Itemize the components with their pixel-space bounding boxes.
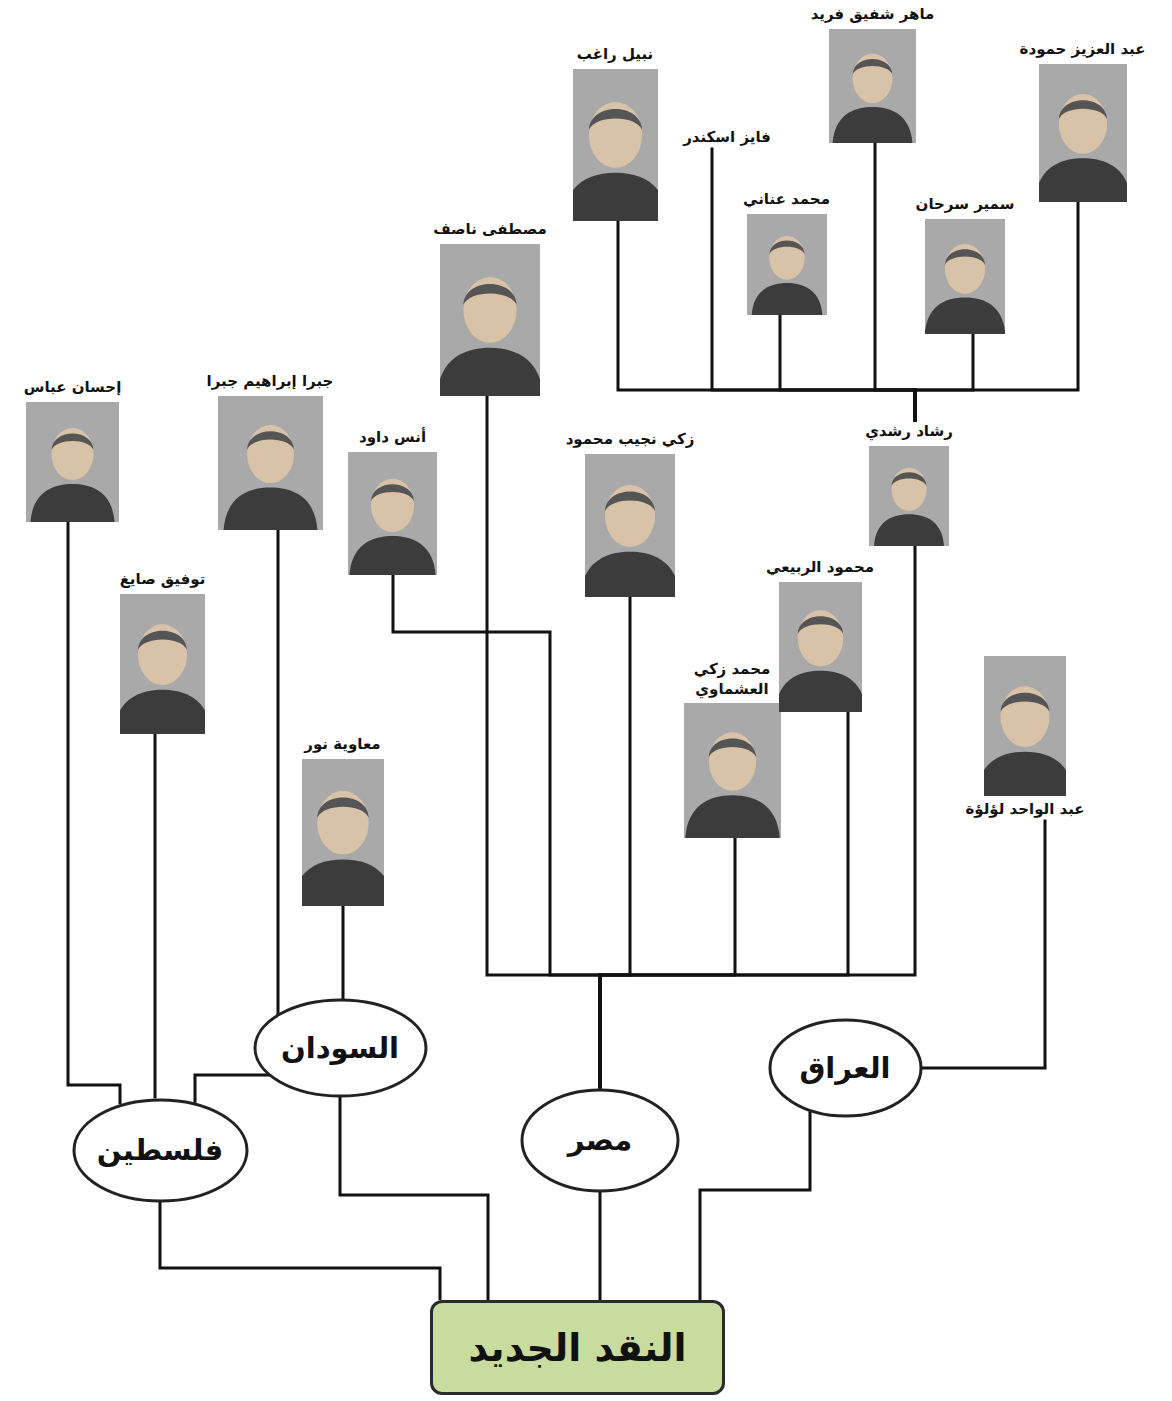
critic-name: توفيق صايغ xyxy=(120,570,206,590)
portrait-silhouette xyxy=(747,214,827,315)
tree-connector xyxy=(712,148,915,423)
portrait-photo xyxy=(26,402,119,522)
portrait-photo xyxy=(869,446,949,546)
tree-connector xyxy=(780,315,915,423)
portrait-photo xyxy=(120,594,205,734)
tree-connector xyxy=(487,396,600,1089)
portrait-photo xyxy=(573,69,658,221)
portrait-photo xyxy=(218,396,323,530)
portrait-silhouette xyxy=(1039,64,1127,202)
portrait-silhouette xyxy=(120,594,205,734)
portrait-photo xyxy=(925,219,1005,334)
country-ellipse: العراق xyxy=(768,1018,923,1118)
portrait-silhouette xyxy=(585,454,675,597)
portrait-photo xyxy=(348,452,437,575)
country-name: العراق xyxy=(799,1051,890,1085)
critic-name: نبيل راغب xyxy=(577,45,653,65)
portrait-silhouette xyxy=(573,69,658,221)
critic-name: زكي نجيب محمود xyxy=(566,430,695,450)
critic-name: محمد عناني xyxy=(743,190,830,210)
portrait-silhouette xyxy=(984,656,1066,796)
critic-portrait: محمد زكي العشماوي xyxy=(669,660,795,838)
tree-connector xyxy=(599,1192,602,1301)
portrait-silhouette xyxy=(869,446,949,546)
critic-portrait: نبيل راغب xyxy=(565,45,665,221)
portrait-silhouette xyxy=(925,219,1005,334)
critic-portrait: عبد العزيز حمودة xyxy=(1000,40,1165,202)
tree-connector xyxy=(340,1097,488,1300)
tree-connector xyxy=(915,202,1078,423)
portrait-silhouette xyxy=(440,244,540,396)
tree-connector xyxy=(68,522,120,1105)
tree-connector xyxy=(915,334,973,423)
tree-connector xyxy=(600,597,630,1089)
country-name: فلسطين xyxy=(97,1133,224,1167)
portrait-silhouette xyxy=(218,396,323,530)
root-box: النقد الجديد xyxy=(430,1300,725,1395)
critic-portrait: إحسان عباس xyxy=(10,378,135,522)
tree-connector xyxy=(600,546,915,1089)
portrait-photo xyxy=(747,214,827,315)
critic-portrait: مصطفى ناصف xyxy=(415,220,565,396)
portrait-photo xyxy=(984,656,1066,796)
critic-name: سمير سرحان xyxy=(916,195,1015,215)
critic-portrait: محمد عناني xyxy=(728,190,845,315)
critic-name: أنس داود xyxy=(359,428,426,448)
portrait-silhouette xyxy=(779,582,862,712)
portrait-photo xyxy=(684,703,781,838)
tree-connector xyxy=(922,820,1046,1069)
portrait-silhouette xyxy=(348,452,437,575)
tree-connector xyxy=(154,734,157,1099)
portrait-photo xyxy=(302,759,384,906)
critic-name: عبد الواحد لؤلؤة xyxy=(965,800,1084,820)
critic-name: ماهر شفيق فريد xyxy=(811,5,935,25)
critic-name: رشاد رشدي xyxy=(865,422,953,442)
critic-portrait: معاوية نور xyxy=(290,735,395,906)
tree-connector xyxy=(195,530,278,1103)
country-name: السودان xyxy=(281,1031,399,1065)
critic-portrait: زكي نجيب محمود xyxy=(545,430,715,597)
tree-connector xyxy=(600,838,735,1089)
critic-name: محمد زكي العشماوي xyxy=(669,660,795,699)
critic-portrait: عبد الواحد لؤلؤة xyxy=(950,656,1100,820)
critic-name: عبد العزيز حمودة xyxy=(1020,40,1146,60)
critic-name: مصطفى ناصف xyxy=(433,220,547,240)
portrait-photo xyxy=(779,582,862,712)
portrait-photo xyxy=(440,244,540,396)
country-ellipse: فلسطين xyxy=(72,1098,249,1203)
tree-connector xyxy=(160,1202,440,1301)
critic-portrait: محمود الربيعي xyxy=(760,558,880,712)
critic-name: محمود الربيعي xyxy=(766,558,874,578)
tree-connector xyxy=(342,906,345,1000)
portrait-silhouette xyxy=(829,29,916,143)
critic-portrait: فايز اسكندر xyxy=(668,128,786,148)
portrait-photo xyxy=(829,29,916,143)
portrait-silhouette xyxy=(302,759,384,906)
tree-connector xyxy=(875,143,915,423)
portrait-silhouette xyxy=(684,703,781,838)
portrait-silhouette xyxy=(26,402,119,522)
country-ellipse: مصر xyxy=(520,1088,680,1193)
critic-portrait: سمير سرحان xyxy=(905,195,1025,334)
critic-portrait: توفيق صايغ xyxy=(105,570,220,734)
critic-name: إحسان عباس xyxy=(24,378,122,398)
country-ellipse: السودان xyxy=(253,998,428,1098)
tree-connector xyxy=(700,1112,810,1300)
portrait-photo xyxy=(1039,64,1127,202)
critic-portrait: رشاد رشدي xyxy=(850,422,968,546)
critic-name: معاوية نور xyxy=(304,735,380,755)
critic-portrait: جبرا إبراهيم جبرا xyxy=(195,372,345,530)
critic-name: جبرا إبراهيم جبرا xyxy=(207,372,334,392)
tree-connector xyxy=(393,575,600,1089)
critic-portrait: ماهر شفيق فريد xyxy=(800,5,945,143)
country-name: مصر xyxy=(568,1123,633,1157)
root-title: النقد الجديد xyxy=(468,1326,686,1370)
portrait-photo xyxy=(585,454,675,597)
critic-name: فايز اسكندر xyxy=(683,128,771,148)
critic-portrait: أنس داود xyxy=(345,428,440,575)
